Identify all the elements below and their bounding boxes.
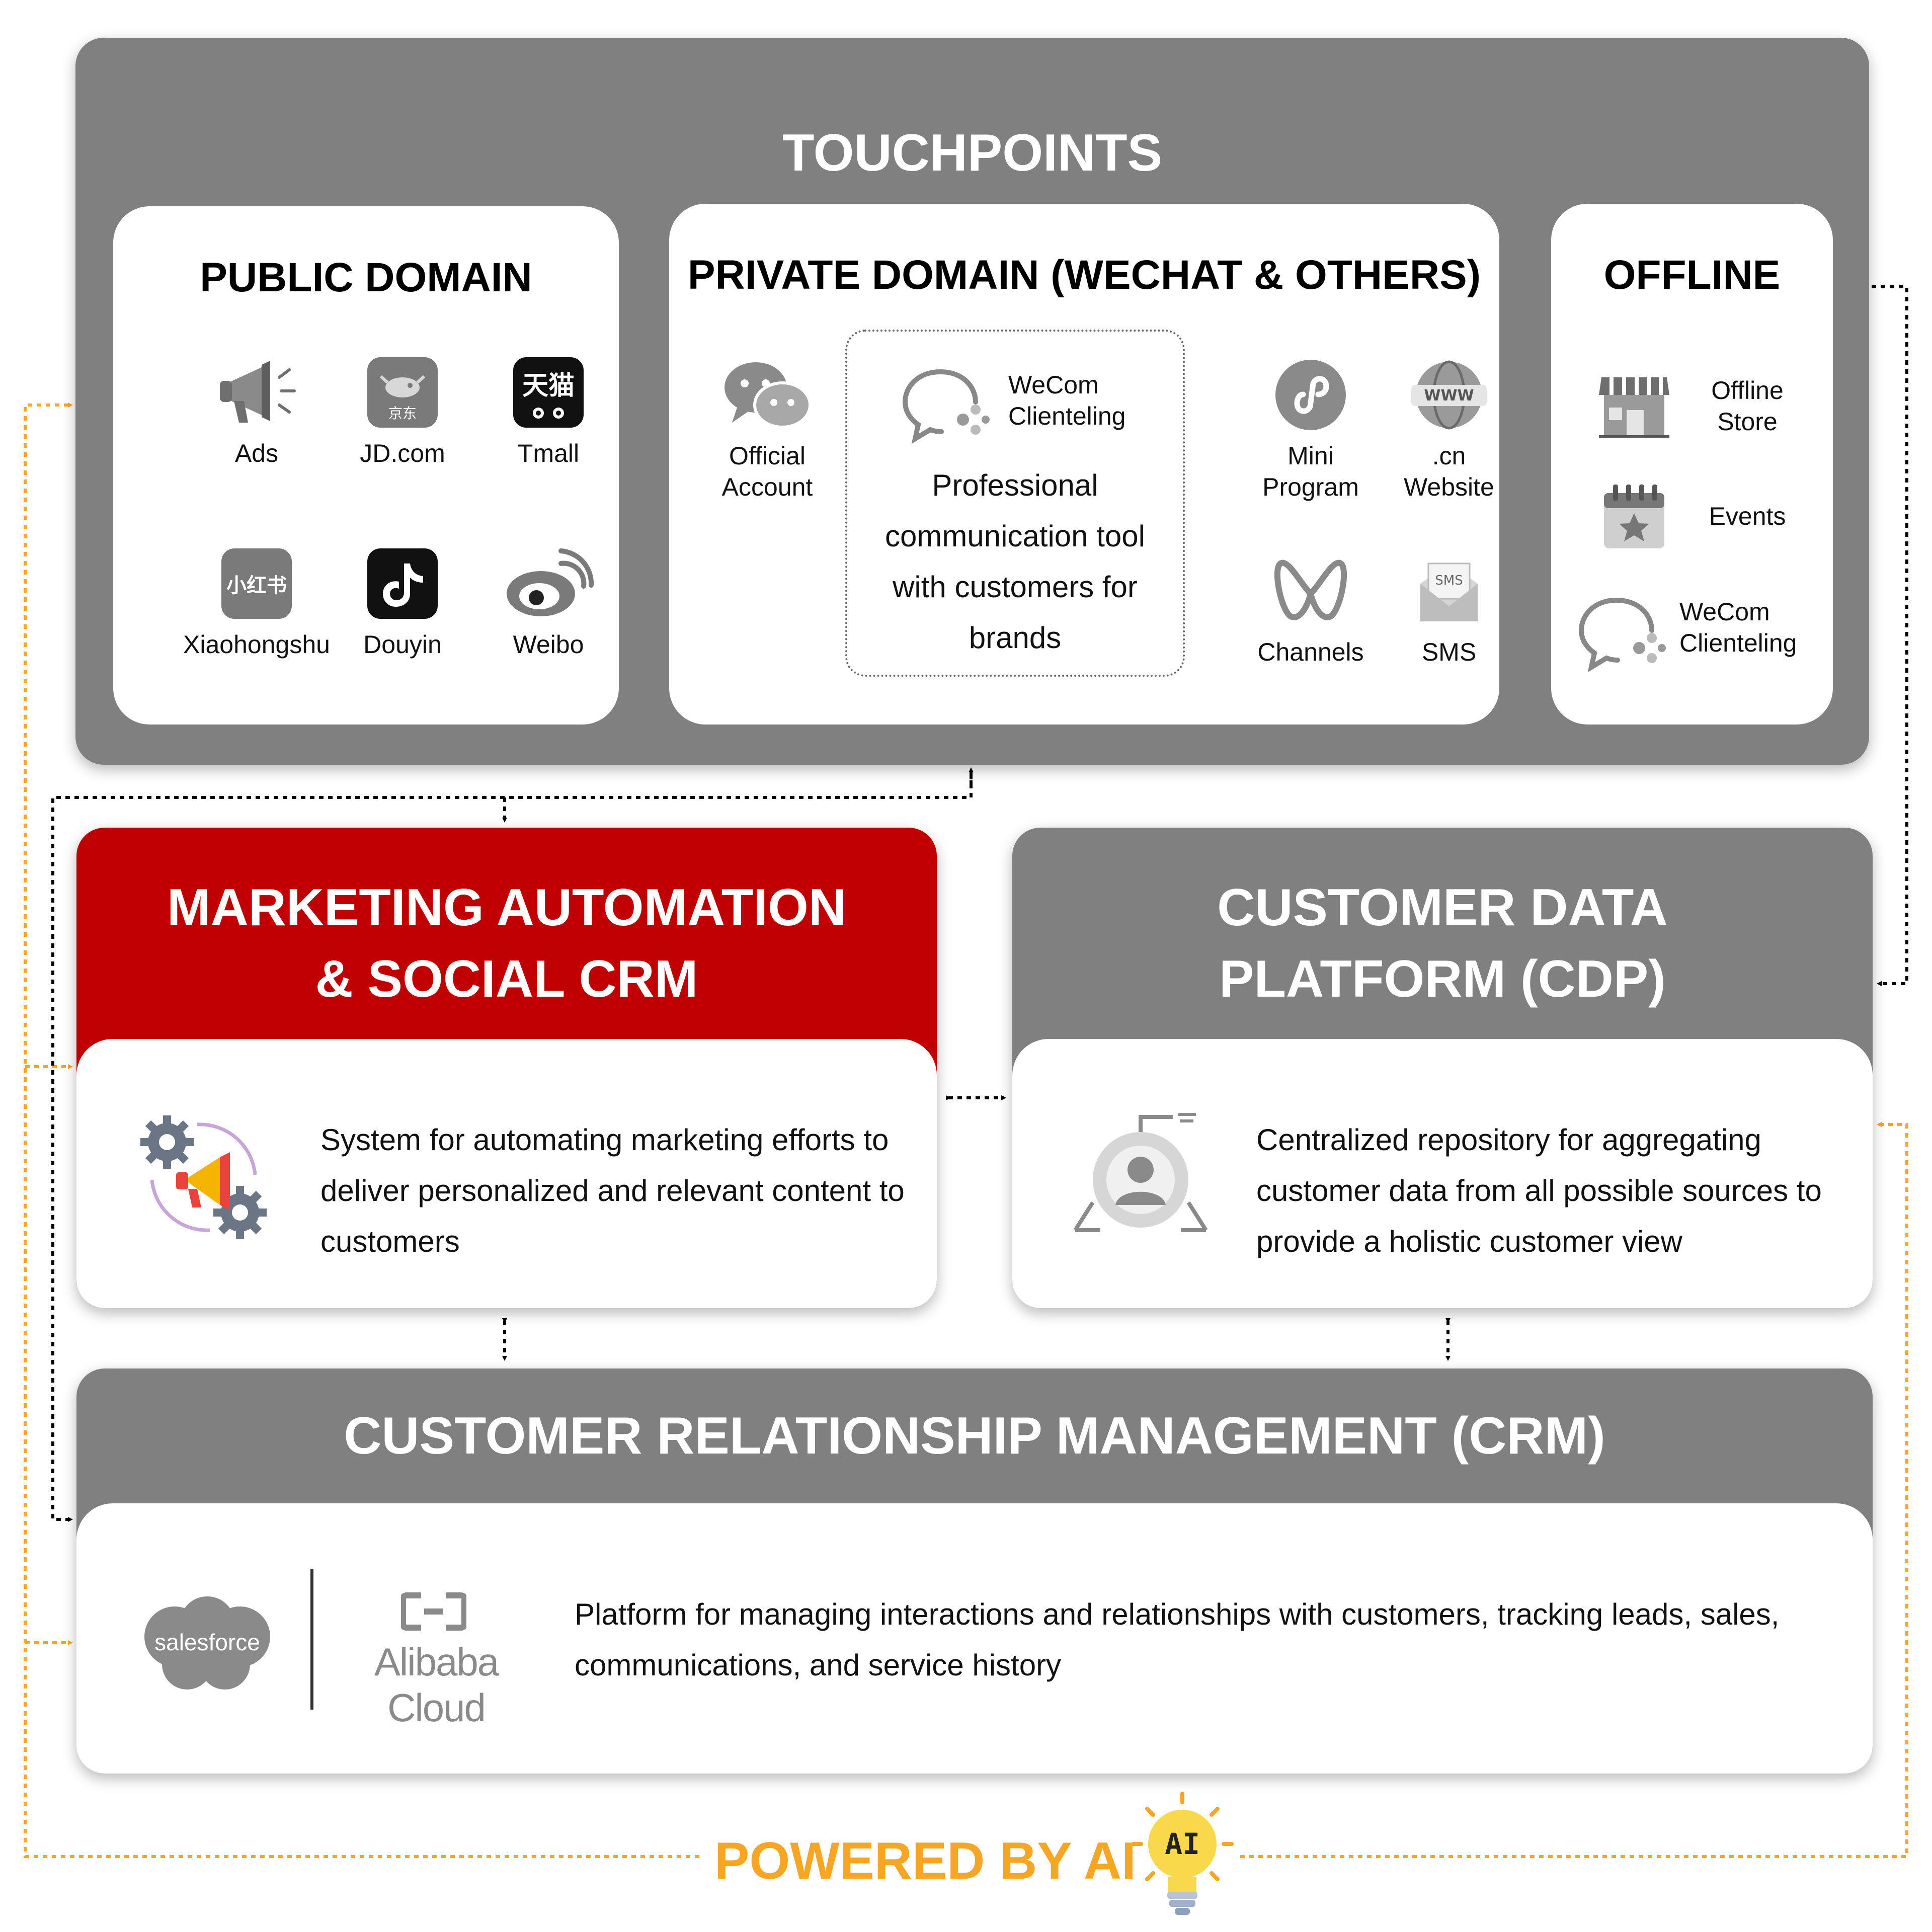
crm-description: Platform for managing interactions and r… xyxy=(575,1597,1780,1682)
website-icon-text: WWW xyxy=(1424,387,1474,405)
marketing-automation-block: MARKETING AUTOMATION & SOCIAL CRM xyxy=(76,828,937,1308)
weibo-item: Weibo xyxy=(473,543,624,660)
globe-www-icon: WWW xyxy=(1374,355,1524,435)
wecom-clienteling-box: WeCom Clienteling Professional communica… xyxy=(845,330,1185,677)
xiaohongshu-logo-icon: 小红书 xyxy=(181,543,332,624)
mini-program-item: Mini Program xyxy=(1235,355,1386,503)
official-account-label: Official Account xyxy=(721,442,813,501)
events-label: Events xyxy=(1709,502,1786,530)
wecom-offline-icon xyxy=(1574,591,1669,674)
xiaohongshu-item: 小红书 Xiaohongshu xyxy=(181,543,332,660)
website-label: .cn Website xyxy=(1404,442,1494,501)
sms-item: SMS SMS xyxy=(1374,551,1524,668)
alibaba-cloud-text: Alibaba Cloud xyxy=(374,1640,499,1730)
touch-to-ma-line xyxy=(51,775,973,1522)
tmall-logo-text: 天猫 xyxy=(522,371,575,400)
douyin-label: Douyin xyxy=(363,630,442,659)
wecom-description: Professional communication tool with cus… xyxy=(885,468,1145,655)
crm-body: salesforce Alibaba Cloud Platform for ma… xyxy=(76,1503,1873,1774)
crm-title: CUSTOMER RELATIONSHIP MANAGEMENT (CRM) xyxy=(344,1407,1605,1465)
douyin-logo-icon xyxy=(327,543,478,624)
marketing-automation-description: System for automating marketing efforts … xyxy=(320,1123,905,1258)
alibaba-cloud-icon xyxy=(326,1589,542,1634)
offline-store-label: Offline Store xyxy=(1711,376,1784,436)
cdp-block: CUSTOMER DATA PLATFORM (CDP) Centralized… xyxy=(1012,828,1873,1308)
touchpoints-title: TOUCHPOINTS xyxy=(782,124,1162,182)
marketing-automation-body: System for automating marketing efforts … xyxy=(76,1039,937,1308)
website-item: WWW .cn Website xyxy=(1374,355,1524,503)
tmall-item: 天猫 Tmall xyxy=(473,352,624,469)
douyin-item: Douyin xyxy=(327,543,478,660)
ai-lightbulb-icon: AI xyxy=(1127,1791,1238,1922)
jd-logo-icon: 京东 xyxy=(327,352,478,433)
cdp-title: CUSTOMER DATA PLATFORM (CDP) xyxy=(1217,878,1668,1008)
ai-badge-text: AI xyxy=(1165,1827,1200,1861)
weibo-label: Weibo xyxy=(513,630,584,659)
offline-card: OFFLINE Offline Store Events WeCom Clien… xyxy=(1551,204,1833,725)
tmall-logo-icon: 天猫 xyxy=(473,352,624,433)
xiaohongshu-label: Xiaohongshu xyxy=(183,630,330,659)
wecom-label: WeCom Clienteling xyxy=(1008,371,1126,430)
ai-loop-line xyxy=(24,403,699,1858)
channels-label: Channels xyxy=(1257,638,1364,666)
jd-logo-text: 京东 xyxy=(388,406,417,421)
sms-icon-text: SMS xyxy=(1435,573,1463,588)
mini-program-label: Mini Program xyxy=(1262,442,1359,501)
ai-right-line xyxy=(1240,1122,1908,1858)
jd-label: JD.com xyxy=(360,439,445,467)
cdp-body: Centralized repository for aggregating c… xyxy=(1012,1039,1873,1308)
store-icon xyxy=(1596,370,1672,440)
calendar-star-icon xyxy=(1596,478,1672,553)
crm-block: CUSTOMER RELATIONSHIP MANAGEMENT (CRM) s… xyxy=(76,1369,1873,1774)
salesforce-logo-icon: salesforce xyxy=(132,1589,283,1695)
sms-envelope-icon: SMS xyxy=(1374,551,1524,631)
weibo-logo-icon xyxy=(473,543,624,624)
official-account-item: Official Account xyxy=(692,355,843,503)
marketing-automation-title: MARKETING AUTOMATION & SOCIAL CRM xyxy=(167,878,846,1008)
public-domain-title: PUBLIC DOMAIN xyxy=(200,255,532,300)
logo-divider xyxy=(310,1569,313,1710)
offline-title: OFFLINE xyxy=(1603,252,1781,298)
wecom-icon xyxy=(898,362,993,447)
xiaohongshu-logo-text: 小红书 xyxy=(226,575,287,597)
channels-icon xyxy=(1235,551,1386,631)
customer-data-icon xyxy=(1065,1109,1216,1245)
mini-program-icon xyxy=(1235,355,1386,435)
marketing-automation-icon xyxy=(132,1104,278,1250)
cdp-description: Centralized repository for aggregating c… xyxy=(1256,1123,1822,1258)
powered-by-ai-label: POWERED BY AI xyxy=(714,1832,1136,1890)
wecom-offline-label: WeCom Clienteling xyxy=(1679,598,1797,657)
tmall-label: Tmall xyxy=(517,439,580,467)
ads-item: Ads xyxy=(181,352,332,469)
offline-to-cdp-line xyxy=(1872,285,1908,986)
jd-item: 京东 JD.com xyxy=(327,352,478,469)
private-domain-title: PRIVATE DOMAIN (WECHAT & OTHERS) xyxy=(687,252,1481,298)
salesforce-logo-text: salesforce xyxy=(154,1629,260,1655)
sms-label: SMS xyxy=(1421,638,1477,666)
channels-item: Channels xyxy=(1235,551,1386,668)
wechat-icon xyxy=(692,355,843,435)
ads-label: Ads xyxy=(234,439,279,467)
megaphone-icon xyxy=(181,352,332,433)
public-domain-card: PUBLIC DOMAIN Ads 京东 JD.com 天猫 xyxy=(113,206,619,725)
